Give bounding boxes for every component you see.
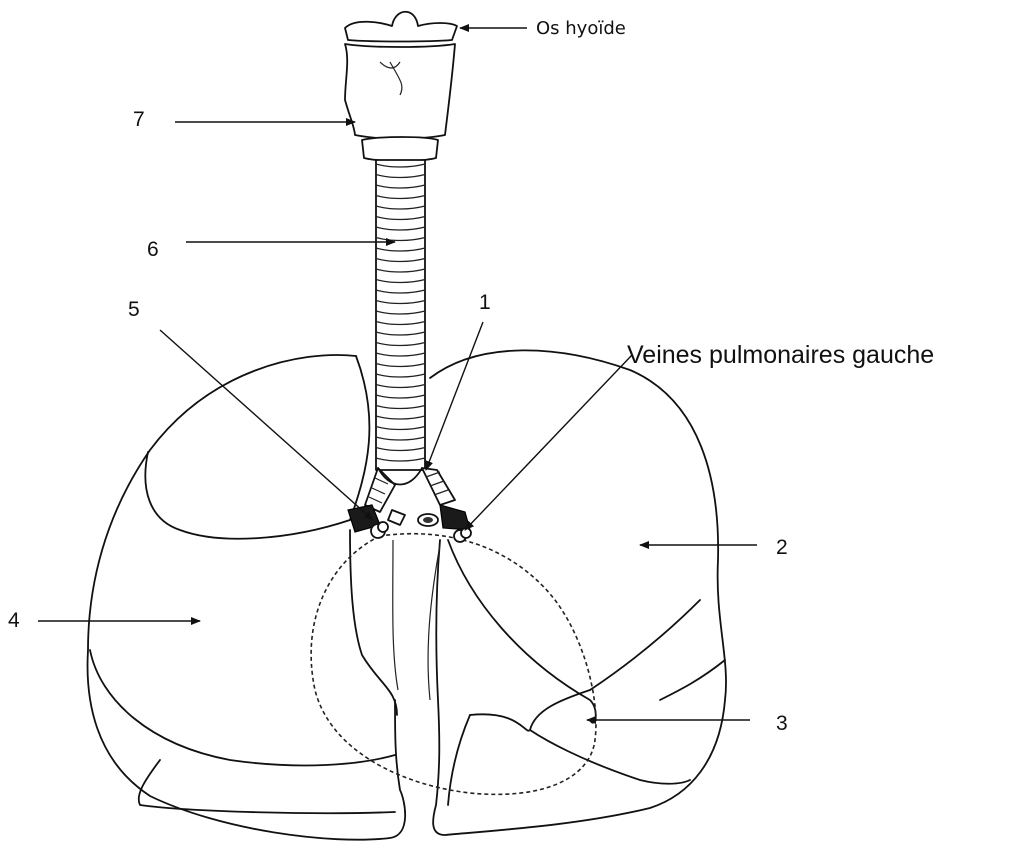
label-veines-pulmonaires-gauche: Veines pulmonaires gauche	[627, 341, 934, 369]
label-4: 4	[8, 609, 20, 632]
label-1: 1	[479, 291, 491, 314]
arrow-5	[160, 330, 373, 520]
label-3: 3	[776, 712, 788, 735]
larynx	[345, 12, 457, 161]
label-2: 2	[776, 536, 788, 559]
right-lung	[88, 355, 406, 840]
label-7: 7	[133, 108, 145, 131]
label-5: 5	[128, 298, 140, 321]
arrow-veins	[465, 355, 632, 530]
arrow-1	[426, 322, 483, 470]
heart-outline	[311, 534, 596, 795]
label-os-hyoide: Os hyoïde	[536, 18, 626, 39]
left-lung	[428, 350, 726, 835]
trachea	[376, 160, 425, 470]
label-6: 6	[147, 238, 159, 261]
labels: Os hyoïde 7 6 5 1 Veines pulmonaires gau…	[8, 18, 934, 735]
